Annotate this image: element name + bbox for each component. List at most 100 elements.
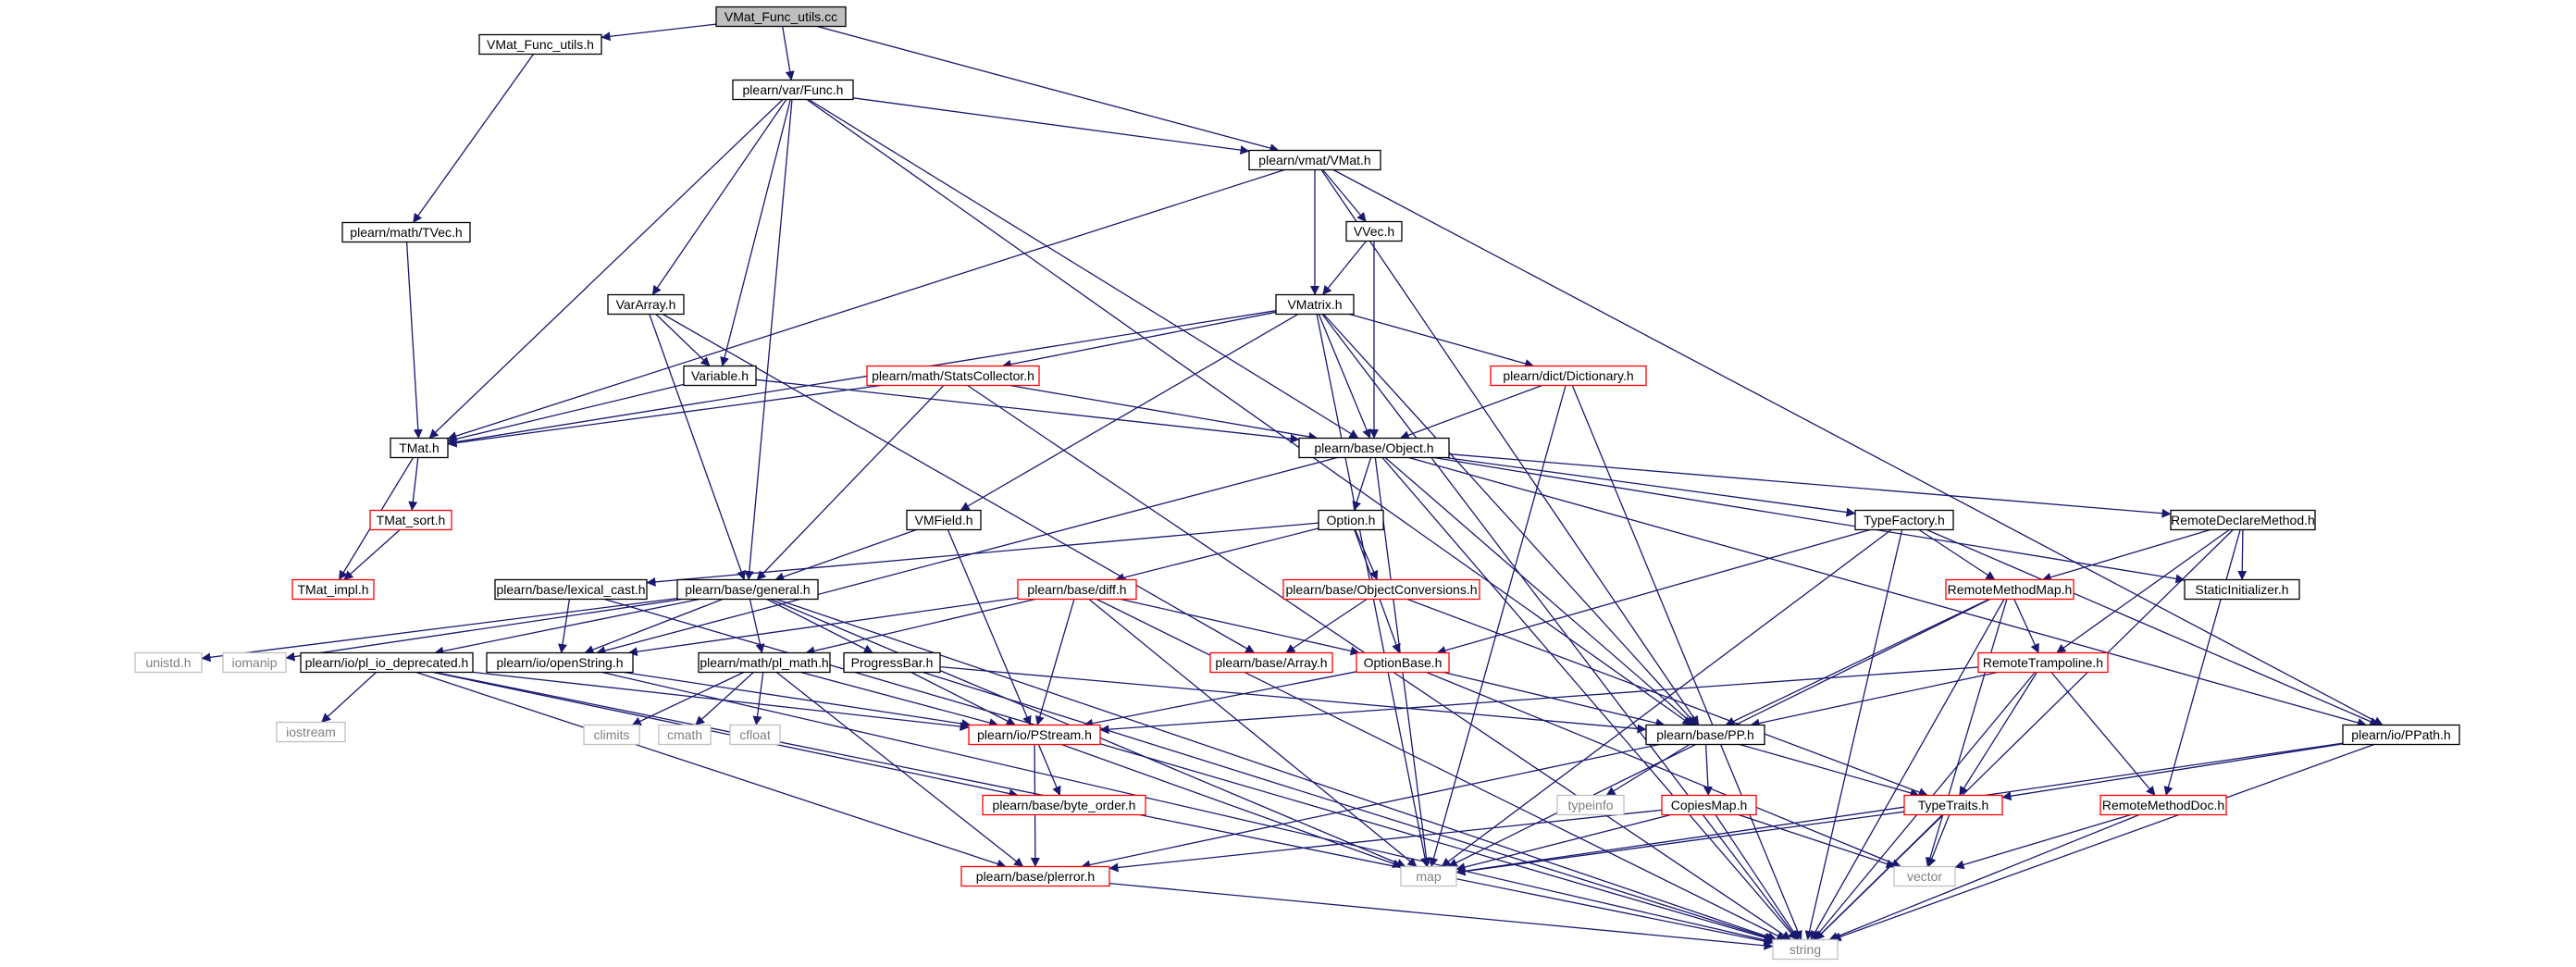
edge-pp_h-to-plerror_h	[1081, 743, 1660, 870]
node-box	[729, 724, 781, 746]
node-func-h[interactable]: plearn/var/Func.h	[732, 79, 854, 101]
node-box	[1356, 651, 1450, 674]
edge-vmat_h-to-pp_h	[1320, 169, 1700, 725]
node-pl-io-dep-h[interactable]: plearn/io/pl_io_deprecated.h	[300, 651, 474, 674]
node-diff-h[interactable]: plearn/base/diff.h	[1017, 578, 1137, 601]
node-tvec-h[interactable]: plearn/math/TVec.h	[341, 221, 471, 243]
node-box	[683, 365, 757, 387]
node-openstring-h[interactable]: plearn/io/openString.h	[486, 651, 634, 674]
node-typetraits-h[interactable]: TypeTraits.h	[1903, 794, 2003, 816]
edge-root-to-vmat_h	[816, 25, 1280, 153]
edge-remotedecl_h-to-remotemethodmap_h	[2041, 528, 2211, 582]
edge-vmatrix_h-to-pp_h	[1323, 314, 1697, 725]
node-box	[390, 437, 449, 459]
edge-remotedecl_h-to-staticinit_h	[2237, 529, 2248, 580]
node-remotetramp-h[interactable]: RemoteTrampoline.h	[1977, 651, 2109, 674]
node-lexical-cast-h[interactable]: plearn/base/lexical_cast.h	[494, 578, 648, 601]
edge-vmat_h-to-tmat_h	[447, 168, 1285, 440]
node-vararray-h[interactable]: VarArray.h	[607, 293, 685, 316]
node-typeinfo: typeinfo	[1556, 794, 1625, 816]
node-progressbar-h[interactable]: ProgressBar.h	[843, 651, 941, 674]
node-byte-order-h[interactable]: plearn/base/byte_order.h	[982, 794, 1146, 816]
edge-objconv_h-to-array_h	[1285, 598, 1368, 654]
edge-general_h-to-openstring_h	[584, 598, 724, 654]
node-vmfield-h[interactable]: VMField.h	[906, 509, 982, 531]
edge-func_h-to-tmat_h	[428, 99, 784, 439]
edge-pl_math_h-to-pstream_h	[800, 671, 999, 727]
edge-option_h-to-objconv_h	[1355, 529, 1379, 580]
node-typefactory-h[interactable]: TypeFactory.h	[1854, 509, 1954, 531]
node-string: string	[1772, 938, 1839, 961]
node-box	[732, 79, 854, 101]
node-object-h[interactable]: plearn/base/Object.h	[1298, 437, 1450, 459]
edge-lexical_cast_h-to-string	[603, 598, 1774, 942]
node-box	[583, 724, 640, 746]
edge-typetraits_h-to-string	[1814, 814, 1944, 940]
node-plerror-h[interactable]: plearn/base/plerror.h	[960, 865, 1110, 887]
node-remotemethoddoc-h[interactable]: RemoteMethodDoc.h	[2099, 794, 2227, 816]
edge-pp_h-to-typetraits_h	[1739, 743, 1920, 798]
node-pstream-h[interactable]: plearn/io/PStream.h	[968, 724, 1101, 746]
node-vmat-h[interactable]: plearn/vmat/VMat.h	[1248, 149, 1381, 171]
node-box	[698, 651, 831, 674]
node-vmfu-h[interactable]: VMat_Func_utils.h	[478, 33, 602, 56]
node-box	[1400, 865, 1457, 887]
node-cfloat: cfloat	[729, 724, 781, 746]
edge-dictionary_h-to-object_h	[1399, 384, 1542, 440]
edge-vmatrix_h-to-dictionary_h	[1349, 313, 1535, 368]
node-general-h[interactable]: plearn/base/general.h	[676, 578, 819, 601]
node-dictionary-h[interactable]: plearn/dict/Dictionary.h	[1490, 365, 1647, 387]
node-ppath-h[interactable]: plearn/io/PPath.h	[2342, 724, 2460, 746]
node-pl-math-h[interactable]: plearn/math/pl_math.h	[698, 651, 831, 674]
edge-tvec_h-to-tmat_h	[405, 242, 423, 439]
node-vmatrix-h[interactable]: VMatrix.h	[1275, 293, 1355, 316]
edge-func_h-to-general_h	[744, 99, 793, 580]
node-box	[676, 578, 819, 601]
edge-plerror_h-to-string	[1108, 882, 1774, 950]
node-root[interactable]: VMat_Func_utils.cc	[715, 6, 847, 28]
node-optionbase-h[interactable]: OptionBase.h	[1356, 651, 1450, 674]
edge-pstream_h-to-byte_order_h	[1037, 744, 1061, 796]
node-pp-h[interactable]: plearn/base/PP.h	[1645, 724, 1765, 746]
node-remotemethodmap-h[interactable]: RemoteMethodMap.h	[1945, 578, 2074, 601]
node-iostream: iostream	[276, 721, 346, 743]
node-copiesmap-h[interactable]: CopiesMap.h	[1661, 794, 1757, 816]
node-box	[2342, 724, 2460, 746]
edge-vmatrix_h-to-statscoll_h	[1001, 311, 1277, 369]
node-label: RemoteTrampoline.h	[1983, 655, 2103, 670]
node-tmat-h[interactable]: TMat.h	[390, 437, 449, 459]
node-remotedecl-h[interactable]: RemoteDeclareMethod.h	[2170, 509, 2316, 531]
node-tmat-impl-h[interactable]: TMat_impl.h	[291, 578, 375, 601]
edge-pl_math_h-to-cfloat	[752, 672, 764, 725]
node-label: OptionBase.h	[1364, 655, 1443, 670]
node-statscoll-h[interactable]: plearn/math/StatsCollector.h	[866, 365, 1040, 387]
node-label: VMat_Func_utils.h	[487, 37, 594, 52]
node-box	[715, 6, 847, 28]
node-array-h[interactable]: plearn/base/Array.h	[1209, 651, 1333, 674]
edge-pl_io_dep_h-to-iostream	[321, 672, 377, 723]
node-staticinit-h[interactable]: StaticInitializer.h	[2184, 578, 2300, 601]
node-variable-h[interactable]: Variable.h	[683, 365, 757, 387]
edge-remotemethoddoc_h-to-string	[1828, 813, 2140, 941]
node-box	[1318, 509, 1384, 531]
edge-vmatrix_h-to-tmat_h	[447, 310, 1277, 447]
edge-vararray_h-to-array_h	[662, 313, 1256, 654]
edge-typefactory_h-to-ppath_h	[1926, 528, 2380, 726]
edge-root-to-vmfu_h	[601, 23, 717, 42]
edge-remotemethoddoc_h-to-vector	[1954, 813, 2131, 870]
edge-vmfield_h-to-pstream_h	[947, 529, 1032, 725]
node-vvec-h[interactable]: VVec.h	[1345, 220, 1403, 242]
node-tmat-sort-h[interactable]: TMat_sort.h	[369, 509, 452, 531]
edge-func_h-to-vararray_h	[651, 99, 787, 295]
node-label: VarArray.h	[616, 297, 676, 312]
edge-openstring_h-to-pstream_h	[624, 671, 972, 729]
node-objconv-h[interactable]: plearn/base/ObjectConversions.h	[1282, 578, 1480, 601]
edge-copiesmap_h-to-map	[1455, 813, 1671, 872]
edge-remotemethodmap_h-to-pp_h	[1725, 598, 1990, 726]
edge-copiesmap_h-to-plerror_h	[1108, 809, 1663, 873]
edge-copiesmap_h-to-vector	[1738, 813, 1896, 869]
node-box	[494, 578, 648, 601]
edge-pp_h-to-typeinfo	[1605, 743, 1690, 797]
node-option-h[interactable]: Option.h	[1318, 509, 1384, 531]
